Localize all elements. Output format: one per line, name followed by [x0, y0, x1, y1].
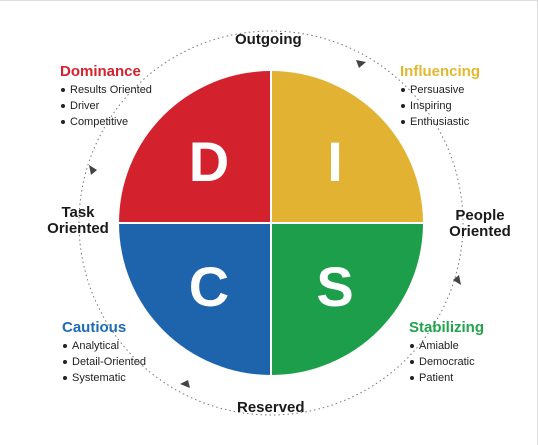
axis-left-label: Task Oriented: [38, 205, 118, 237]
list-item: Persuasive: [400, 82, 480, 98]
stabilizing-block: Stabilizing Amiable Democratic Patient: [409, 319, 484, 386]
list-item: Detail-Oriented: [62, 354, 146, 370]
letter-d: D: [189, 130, 229, 193]
list-item: Amiable: [409, 338, 484, 354]
influencing-title: Influencing: [400, 63, 480, 80]
list-item: Driver: [60, 98, 152, 114]
list-item: Competitive: [60, 114, 152, 130]
axis-right-line-1: People: [455, 207, 505, 224]
quadrant-c: [119, 223, 271, 375]
cautious-traits: Analytical Detail-Oriented Systematic: [62, 338, 146, 386]
ring-arrow-left: [89, 165, 97, 175]
dominance-traits: Results Oriented Driver Competitive: [60, 82, 152, 130]
cautious-block: Cautious Analytical Detail-Oriented Syst…: [62, 319, 146, 386]
axis-left-line-1: Task: [61, 204, 95, 221]
ring-arrow-right: [453, 275, 461, 285]
quadrant-i: [271, 71, 423, 223]
axis-right-line-2: Oriented: [449, 223, 511, 240]
letter-i: I: [327, 130, 343, 193]
list-item: Democratic: [409, 354, 484, 370]
influencing-traits: Persuasive Inspiring Enthusiastic: [400, 82, 480, 130]
influencing-block: Influencing Persuasive Inspiring Enthusi…: [400, 63, 480, 130]
list-item: Inspiring: [400, 98, 480, 114]
axis-bottom-label: Reserved: [237, 399, 305, 416]
letter-c: C: [189, 255, 229, 318]
letter-s: S: [316, 255, 353, 318]
axis-left-line-2: Oriented: [47, 220, 109, 237]
dominance-title: Dominance: [60, 63, 141, 80]
outer-dotted-ring: [78, 30, 464, 416]
list-item: Analytical: [62, 338, 146, 354]
stabilizing-title: Stabilizing: [409, 319, 484, 336]
ring-arrow-top-right: [356, 60, 366, 68]
list-item: Results Oriented: [60, 82, 152, 98]
list-item: Enthusiastic: [400, 114, 480, 130]
axis-right-label: People Oriented: [440, 208, 520, 240]
quadrant-d: [119, 71, 271, 223]
dominance-block: Dominance Results Oriented Driver Compet…: [60, 63, 152, 130]
list-item: Systematic: [62, 370, 146, 386]
ring-arrow-bottom-left: [180, 380, 190, 388]
stabilizing-traits: Amiable Democratic Patient: [409, 338, 484, 386]
list-item: Patient: [409, 370, 484, 386]
cautious-title: Cautious: [62, 319, 127, 336]
quadrant-s: [271, 223, 423, 375]
axis-top-label: Outgoing: [235, 31, 302, 48]
